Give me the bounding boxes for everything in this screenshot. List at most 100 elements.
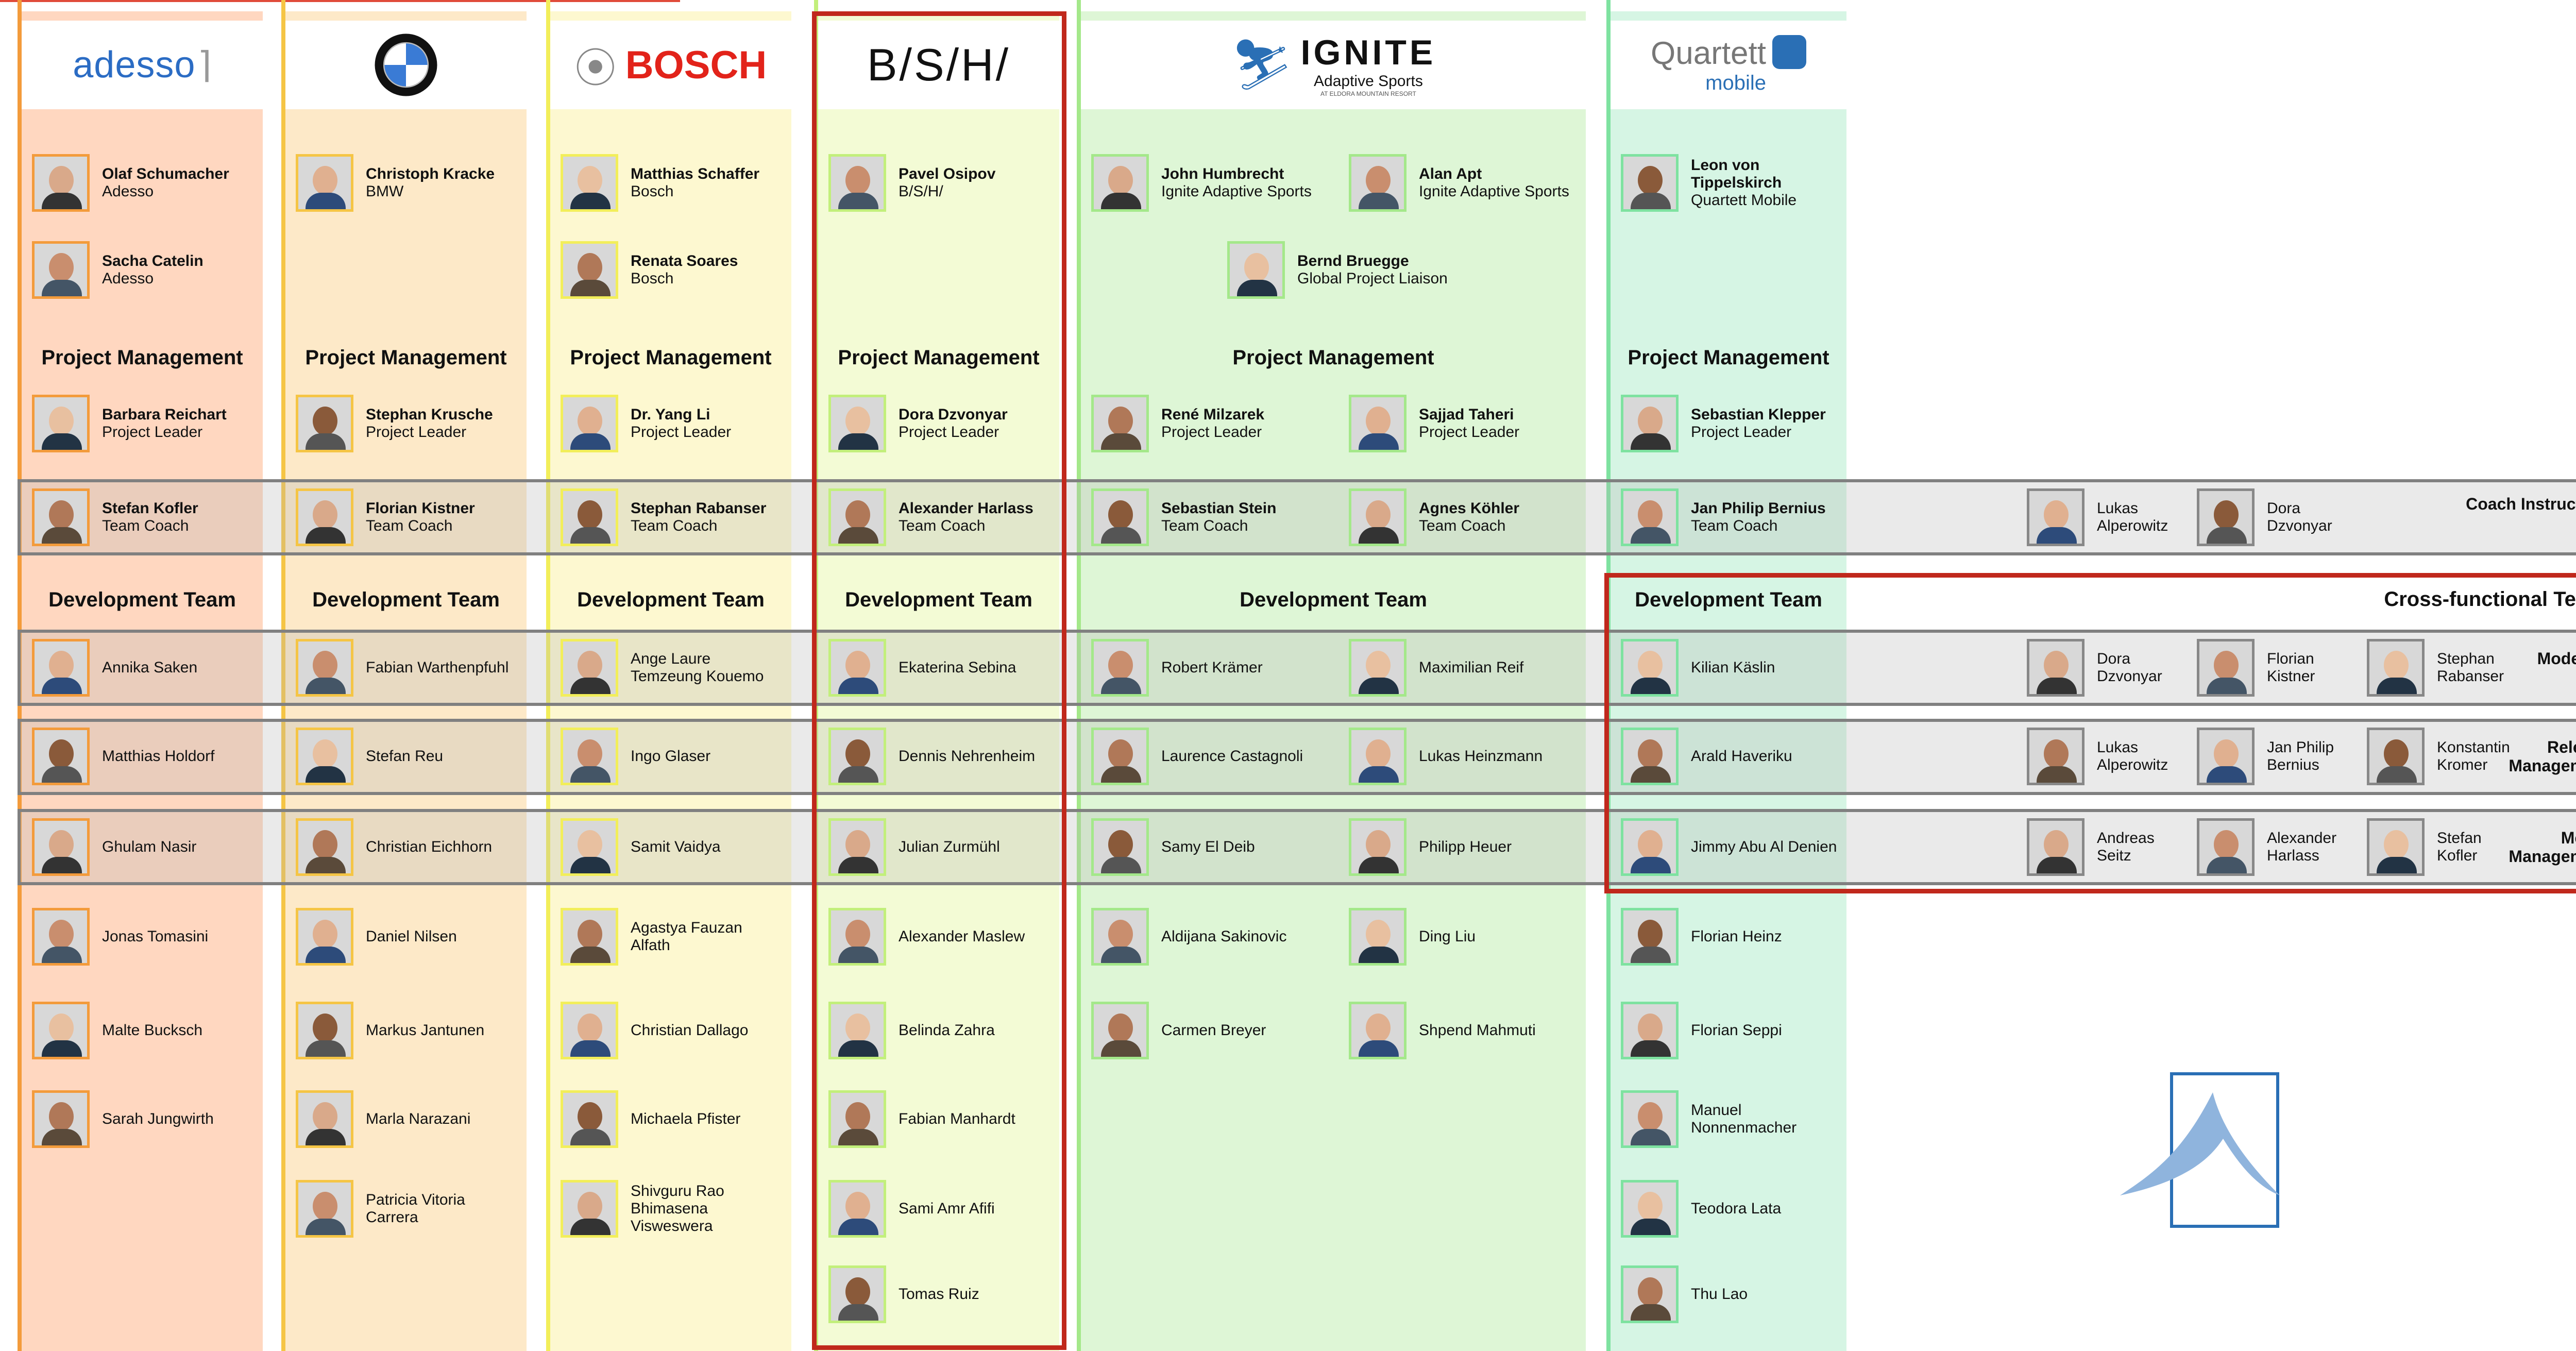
person-text: Dora Dzvonyar — [2267, 500, 2360, 535]
person-name: Shpend Mahmuti — [1419, 1022, 1536, 1039]
person-role: Quartett Mobile — [1691, 192, 1797, 209]
person-text: Florian Seppi — [1691, 1022, 1840, 1039]
person-text: Aldijana Sakinovic — [1161, 928, 1316, 945]
person-photo — [296, 1002, 353, 1059]
person-photo — [296, 728, 353, 785]
coach-instructors-label: Coach Instructors — [2466, 495, 2576, 513]
person-name: Olaf Schumacher — [102, 165, 229, 182]
person-name: Sacha Catelin — [102, 252, 204, 269]
person-card: Kilian Käslin — [1621, 639, 1840, 697]
person-name: Sebastian Stein — [1161, 500, 1277, 517]
column-top-stripe — [22, 11, 263, 21]
person-name: Stephan Rabanser — [631, 500, 767, 517]
person-photo — [2027, 639, 2084, 697]
top-accent-line — [0, 0, 680, 2]
person-text: Maximilian Reif — [1419, 659, 1573, 677]
person-card: Florian Seppi — [1621, 1002, 1840, 1059]
person-name: Aldijana Sakinovic — [1161, 928, 1287, 945]
person-photo — [1349, 395, 1406, 452]
person-name: Ingo Glaser — [631, 748, 711, 765]
person-photo — [1621, 488, 1679, 546]
person-photo — [32, 241, 90, 299]
person-text: Laurence Castagnoli — [1161, 748, 1316, 765]
company-logo: BMW — [285, 21, 527, 109]
row-band — [18, 809, 2576, 885]
person-name: Michaela Pfister — [631, 1110, 741, 1127]
person-photo — [1621, 639, 1679, 697]
person-name: Laurence Castagnoli — [1161, 748, 1303, 765]
person-name: Konstantin Kromer — [2437, 739, 2510, 773]
person-name: Andreas Seitz — [2097, 830, 2155, 864]
person-text: Patricia Vitoria Carrera — [366, 1191, 515, 1226]
section-title-project-management: Project Management — [1628, 346, 1829, 369]
person-name: Tomas Ruiz — [899, 1286, 979, 1303]
person-card: Lukas Alperowitz — [2027, 488, 2190, 546]
person-photo — [561, 154, 618, 212]
person-name: Shivguru Rao Bhimasena Visweswera — [631, 1183, 724, 1235]
person-photo — [1091, 395, 1149, 452]
person-card: Ingo Glaser — [561, 728, 780, 785]
person-name: Belinda Zahra — [899, 1022, 995, 1039]
person-name: Markus Jantunen — [366, 1022, 485, 1039]
person-role: Team Coach — [1161, 517, 1248, 534]
person-text: Teodora Lata — [1691, 1200, 1840, 1218]
person-name: Agastya Fauzan Alfath — [631, 919, 742, 954]
person-card: Patricia Vitoria Carrera — [296, 1180, 515, 1238]
person-role: Adesso — [102, 270, 154, 287]
person-photo — [561, 488, 618, 546]
person-role: Team Coach — [899, 517, 986, 534]
person-photo — [1227, 241, 1285, 299]
person-photo — [1349, 488, 1406, 546]
person-photo — [296, 395, 353, 452]
person-photo — [1349, 1002, 1406, 1059]
person-card: Laurence Castagnoli — [1091, 728, 1316, 785]
person-role: Project Leader — [1691, 424, 1792, 441]
highlight-box-bsh — [812, 11, 1066, 1350]
section-title-project-management: Project Management — [305, 346, 507, 369]
cross-functional-team-label: Merge Management — [2509, 829, 2576, 866]
person-photo — [828, 1180, 886, 1238]
person-role: Team Coach — [1419, 517, 1506, 534]
person-name: Florian Kistner — [2267, 650, 2315, 685]
person-card: Carmen Breyer — [1091, 1002, 1316, 1059]
person-photo — [296, 1090, 353, 1148]
person-card: Marla Narazani — [296, 1090, 515, 1148]
person-photo — [2367, 818, 2425, 876]
person-text: Dennis Nehrenheim — [899, 748, 1048, 765]
person-name: Jimmy Abu Al Denien — [1691, 838, 1837, 855]
person-name: Ding Liu — [1419, 928, 1476, 945]
section-title-development-team: Development Team — [577, 588, 765, 611]
person-photo — [2197, 728, 2255, 785]
person-card: Agastya Fauzan Alfath — [561, 908, 780, 966]
person-text: Stefan Kofler — [2437, 830, 2514, 865]
person-name: Philipp Heuer — [1419, 838, 1512, 855]
person-role: Project Leader — [102, 424, 203, 441]
person-photo — [561, 1180, 618, 1238]
person-name: Jan Philip Bernius — [1691, 500, 1826, 517]
person-card: Samit Vaidya — [561, 818, 780, 876]
person-role: Project Leader — [631, 424, 732, 441]
person-text: Shpend Mahmuti — [1419, 1022, 1573, 1039]
person-name: Alexander Maslew — [899, 928, 1025, 945]
person-role: Team Coach — [366, 517, 453, 534]
section-title-development-team: Development Team — [845, 588, 1032, 611]
person-card: Dora Dzvonyar — [2027, 639, 2174, 697]
person-text: Konstantin Kromer — [2437, 739, 2514, 774]
person-name: Annika Saken — [102, 659, 198, 676]
section-title-development-team: Development Team — [1635, 588, 1822, 611]
person-photo — [2367, 639, 2425, 697]
person-text: Robert Krämer — [1161, 659, 1316, 677]
